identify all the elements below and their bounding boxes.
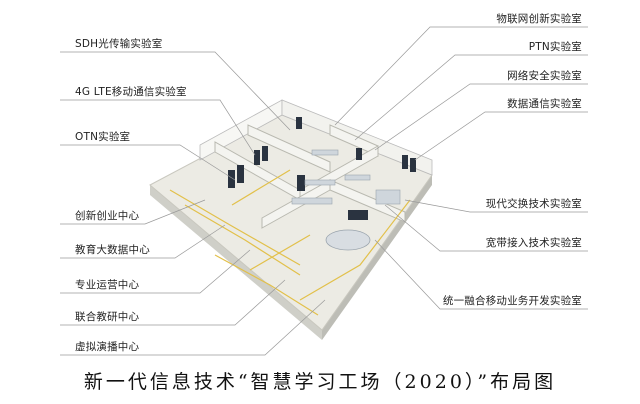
diagram-caption: 新一代信息技术“智慧学习工场（2020）”布局图 (83, 371, 557, 393)
meeting-table (325, 229, 371, 251)
desks (291, 149, 401, 205)
partitions (214, 124, 406, 229)
label-research-center: 联合教研中心 (75, 311, 140, 323)
label-broadband-lab: 宽带接入技术实验室 (485, 237, 582, 249)
label-ops-center: 专业运营中心 (75, 279, 140, 291)
label-virtual-studio: 虚拟演播中心 (75, 341, 140, 353)
label-bigdata-center: 教育大数据中心 (75, 244, 150, 256)
label-netsec-lab: 网络安全实验室 (507, 70, 582, 82)
server-racks (228, 117, 416, 220)
floor-guides (169, 169, 411, 316)
label-lte-lab: 4G LTE移动通信实验室 (75, 86, 187, 98)
label-switching-lab: 现代交换技术实验室 (485, 198, 582, 210)
label-ptn-lab: PTN实验室 (528, 41, 582, 53)
label-mobile-dev-lab: 统一融合移动业务开发实验室 (442, 295, 582, 307)
label-otn-lab: OTN实验室 (75, 131, 131, 143)
leader-lines-left (60, 51, 326, 356)
label-datacom-lab: 数据通信实验室 (507, 98, 582, 110)
label-sdh-lab: SDH光传输实验室 (75, 38, 163, 50)
label-iot-lab: 物联网创新实验室 (496, 13, 582, 25)
leader-lines-right (334, 26, 588, 310)
label-innovation-center: 创新创业中心 (75, 210, 140, 222)
